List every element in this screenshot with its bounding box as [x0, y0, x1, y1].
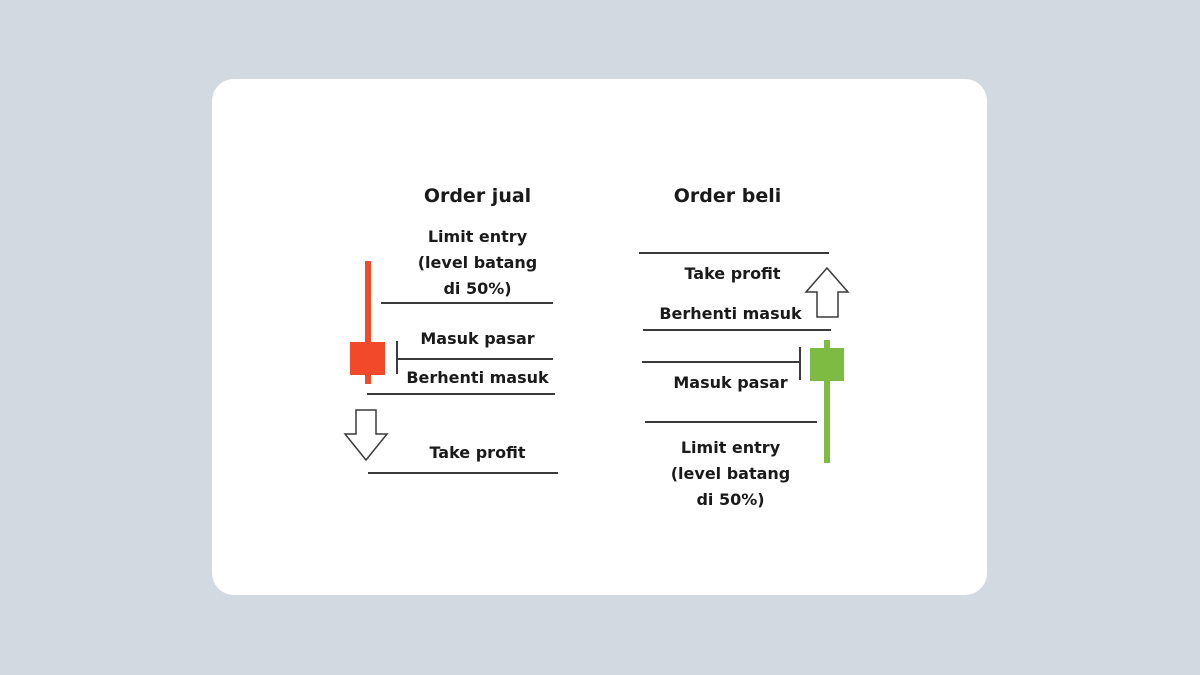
sell-limit-entry-line3: di 50%)	[443, 279, 512, 298]
buy-take-profit-label: Take profit	[684, 264, 781, 283]
sell-stop-loss-label: Berhenti masuk	[406, 368, 549, 387]
buy-stop-loss-label: Berhenti masuk	[659, 304, 802, 323]
sell-candle-wick	[365, 261, 371, 384]
buy-limit-entry-line2: (level batang	[670, 464, 791, 483]
sell-take-profit-label: Take profit	[429, 443, 526, 462]
sell-market-entry-tick	[396, 341, 398, 374]
buy-limit-entry-line1: Limit entry	[680, 438, 781, 457]
sell-market-entry-label: Masuk pasar	[420, 329, 535, 348]
buy-limit-entry-line3: di 50%)	[696, 490, 765, 509]
sell-limit-entry-line2: (level batang	[417, 253, 538, 272]
buy-stop-loss-level	[643, 329, 831, 331]
buy-limit-entry-level	[645, 421, 817, 423]
sell-limit-entry-level	[381, 302, 553, 304]
buy-candle-wick	[824, 340, 830, 463]
sell-limit-entry-line1: Limit entry	[427, 227, 528, 246]
sell-candle-body	[350, 342, 385, 375]
buy-market-entry-label: Masuk pasar	[673, 373, 788, 392]
sell-stop-loss-level	[367, 393, 555, 395]
buy-take-profit-level	[639, 252, 829, 254]
diagram-card	[212, 79, 987, 595]
up-arrow-icon	[804, 266, 850, 318]
down-arrow-icon	[343, 409, 389, 462]
sell-market-entry-level	[396, 358, 553, 360]
buy-market-entry-tick	[799, 347, 801, 380]
buy-heading: Order beli	[673, 185, 782, 207]
buy-candle-body	[810, 348, 844, 381]
sell-heading: Order jual	[423, 185, 532, 207]
buy-market-entry-level	[642, 361, 800, 363]
sell-take-profit-level	[368, 472, 558, 474]
